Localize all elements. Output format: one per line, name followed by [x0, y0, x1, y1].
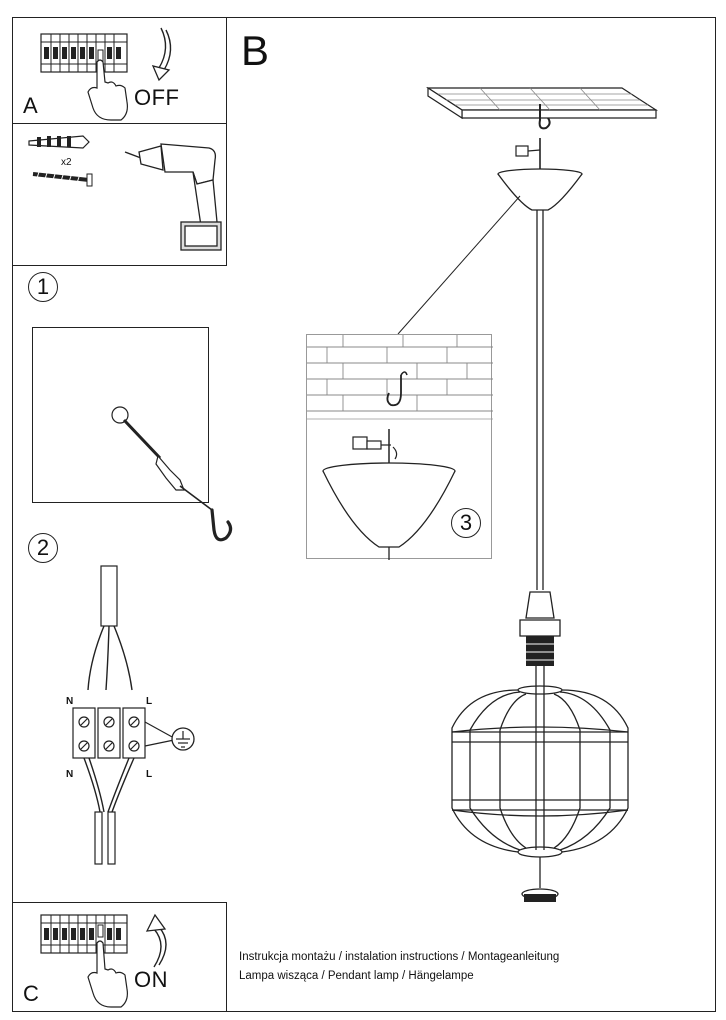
- step-1-hook-illustration: [111, 406, 233, 542]
- terminal-label-l-top: L: [146, 696, 153, 707]
- panel-tools: x2: [12, 123, 227, 266]
- panel-b-letter: B: [241, 27, 270, 74]
- step-2-wiring-diagram: [72, 565, 195, 865]
- panel-a-action-label: OFF: [134, 85, 180, 110]
- terminal-label-n-top: N: [66, 696, 74, 707]
- step-3-detail-illustration: [307, 335, 493, 560]
- panel-c-action-label: ON: [134, 967, 168, 992]
- step-1-badge: 1: [28, 272, 58, 302]
- cage-shade: [451, 666, 629, 858]
- step-3-badge: 3: [451, 508, 481, 538]
- hook-detail-icon: [386, 375, 402, 407]
- page-frame: [12, 17, 716, 1012]
- step-2-badge: 2: [28, 533, 58, 563]
- breaker-hand-off-illustration: [40, 27, 172, 121]
- dowel-quantity: x2: [61, 157, 72, 168]
- dowel-screw-drill-illustration: [28, 135, 222, 251]
- breaker-hand-on-illustration: [40, 913, 167, 1008]
- panel-a-letter: A: [23, 93, 38, 118]
- caption-line-2: Lampa wisząca / Pendant lamp / Hängelamp…: [239, 970, 474, 982]
- panel-c-power-on: C ON: [12, 902, 227, 1012]
- ceiling-slab: [425, 86, 659, 120]
- drill-icon: [124, 143, 222, 251]
- step-3-detail-panel: [306, 334, 493, 560]
- hook-icon: [210, 508, 233, 542]
- caption-line-1: Instrukcja montażu / instalation instruc…: [239, 951, 560, 963]
- panel-c-letter: C: [23, 981, 39, 1006]
- terminal-label-l-bottom: L: [146, 769, 153, 780]
- dowel-icon: [28, 135, 90, 149]
- screw-icon: [32, 171, 93, 187]
- terminal-label-n-bottom: N: [66, 769, 74, 780]
